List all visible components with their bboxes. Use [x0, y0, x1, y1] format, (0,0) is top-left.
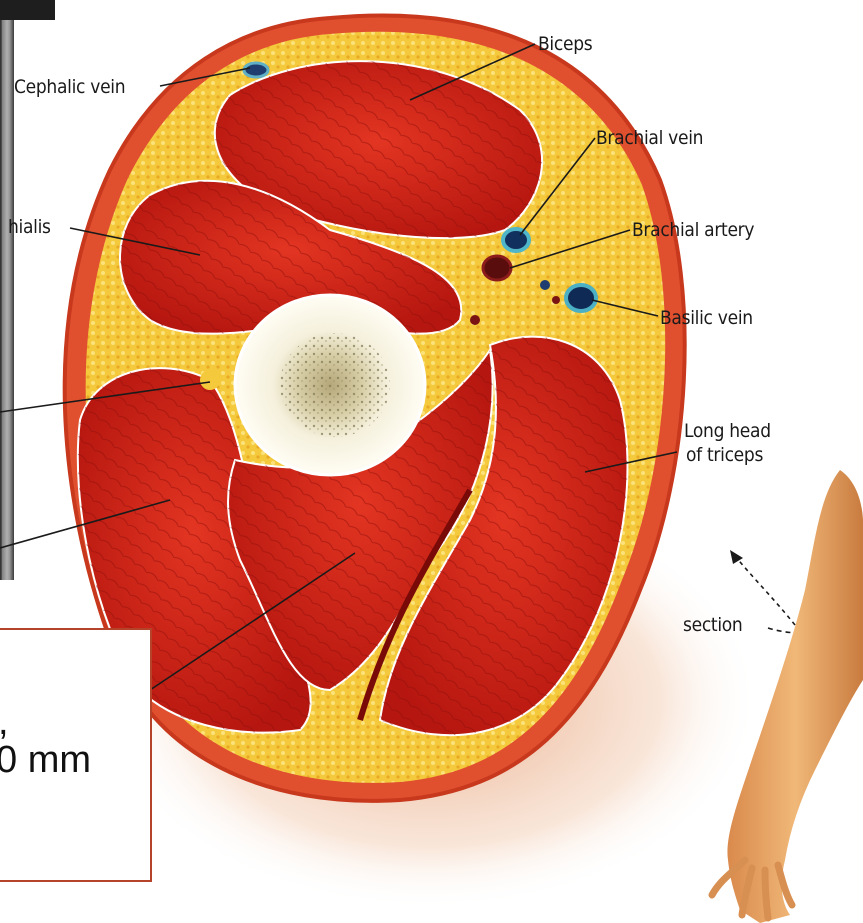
cephalic-vein-label: Cephalic vein [14, 76, 125, 98]
brachial-vein-label: Brachial vein [596, 127, 703, 149]
brachial-artery-label: Brachial artery [632, 219, 754, 241]
basilic-vein-label: Basilic vein [660, 307, 753, 329]
biceps-label: Biceps [538, 33, 592, 55]
section-label: section [683, 614, 742, 636]
basilic-vein-vessel [566, 285, 596, 311]
long-head-triceps-label-line2: of triceps [686, 444, 763, 466]
section-arrow-line [735, 556, 795, 625]
brachial-vein-vessel [503, 229, 529, 251]
long-head-triceps-label-line1: Long head [684, 420, 771, 442]
brachial-artery-vessel [483, 256, 511, 280]
section-arrowhead [730, 550, 743, 564]
cephalic-vein-vessel [244, 63, 268, 77]
text-box-line1: , [0, 702, 9, 742]
annotation-text-box: , 0 mm [0, 628, 152, 882]
brachialis-label: hialis [8, 216, 51, 238]
humerus-bone [235, 295, 425, 475]
text-box-line2: 0 mm [0, 740, 91, 780]
